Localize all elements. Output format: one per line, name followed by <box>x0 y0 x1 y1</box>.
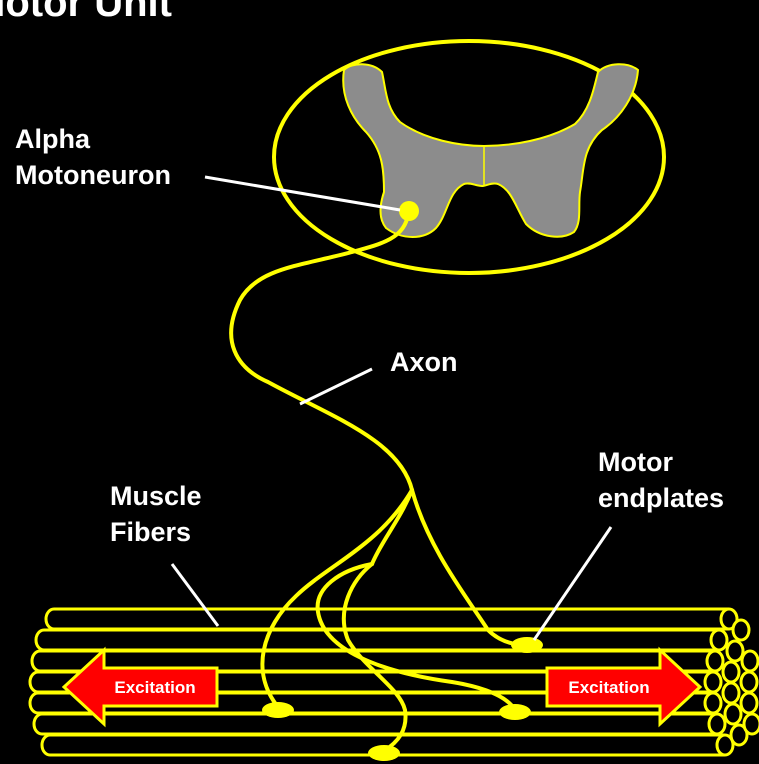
fiber-end <box>711 630 727 650</box>
diagram-title: Motor Unit <box>0 0 172 25</box>
excitation-left-label: Excitation <box>114 678 195 697</box>
motor-endplate <box>511 637 543 653</box>
motor-endplate <box>499 704 531 720</box>
fiber-end <box>705 693 721 713</box>
motor-label-line1: Motor <box>598 447 673 477</box>
alpha-label-line2: Motoneuron <box>15 160 171 190</box>
fiber-end <box>727 641 743 661</box>
axon-label: Axon <box>390 347 458 377</box>
motor-endplate <box>262 702 294 718</box>
fiber-end <box>741 693 757 713</box>
motor-label-line2: endplates <box>598 483 724 513</box>
fiber-end <box>705 672 721 692</box>
fiber-end <box>723 683 739 703</box>
fiber-end <box>733 620 749 640</box>
fiber-end <box>741 672 757 692</box>
alpha-label-line1: Alpha <box>15 124 91 154</box>
fiber-end <box>709 714 725 734</box>
fiber-end <box>725 704 741 724</box>
fiber-end <box>744 714 759 734</box>
motor-endplate <box>368 745 400 761</box>
muscle-label-line1: Muscle <box>110 481 202 511</box>
fiber-end <box>707 651 723 671</box>
fiber-end <box>723 662 739 682</box>
muscle-label-line2: Fibers <box>110 517 191 547</box>
fiber-end <box>742 651 758 671</box>
excitation-right-label: Excitation <box>568 678 649 697</box>
